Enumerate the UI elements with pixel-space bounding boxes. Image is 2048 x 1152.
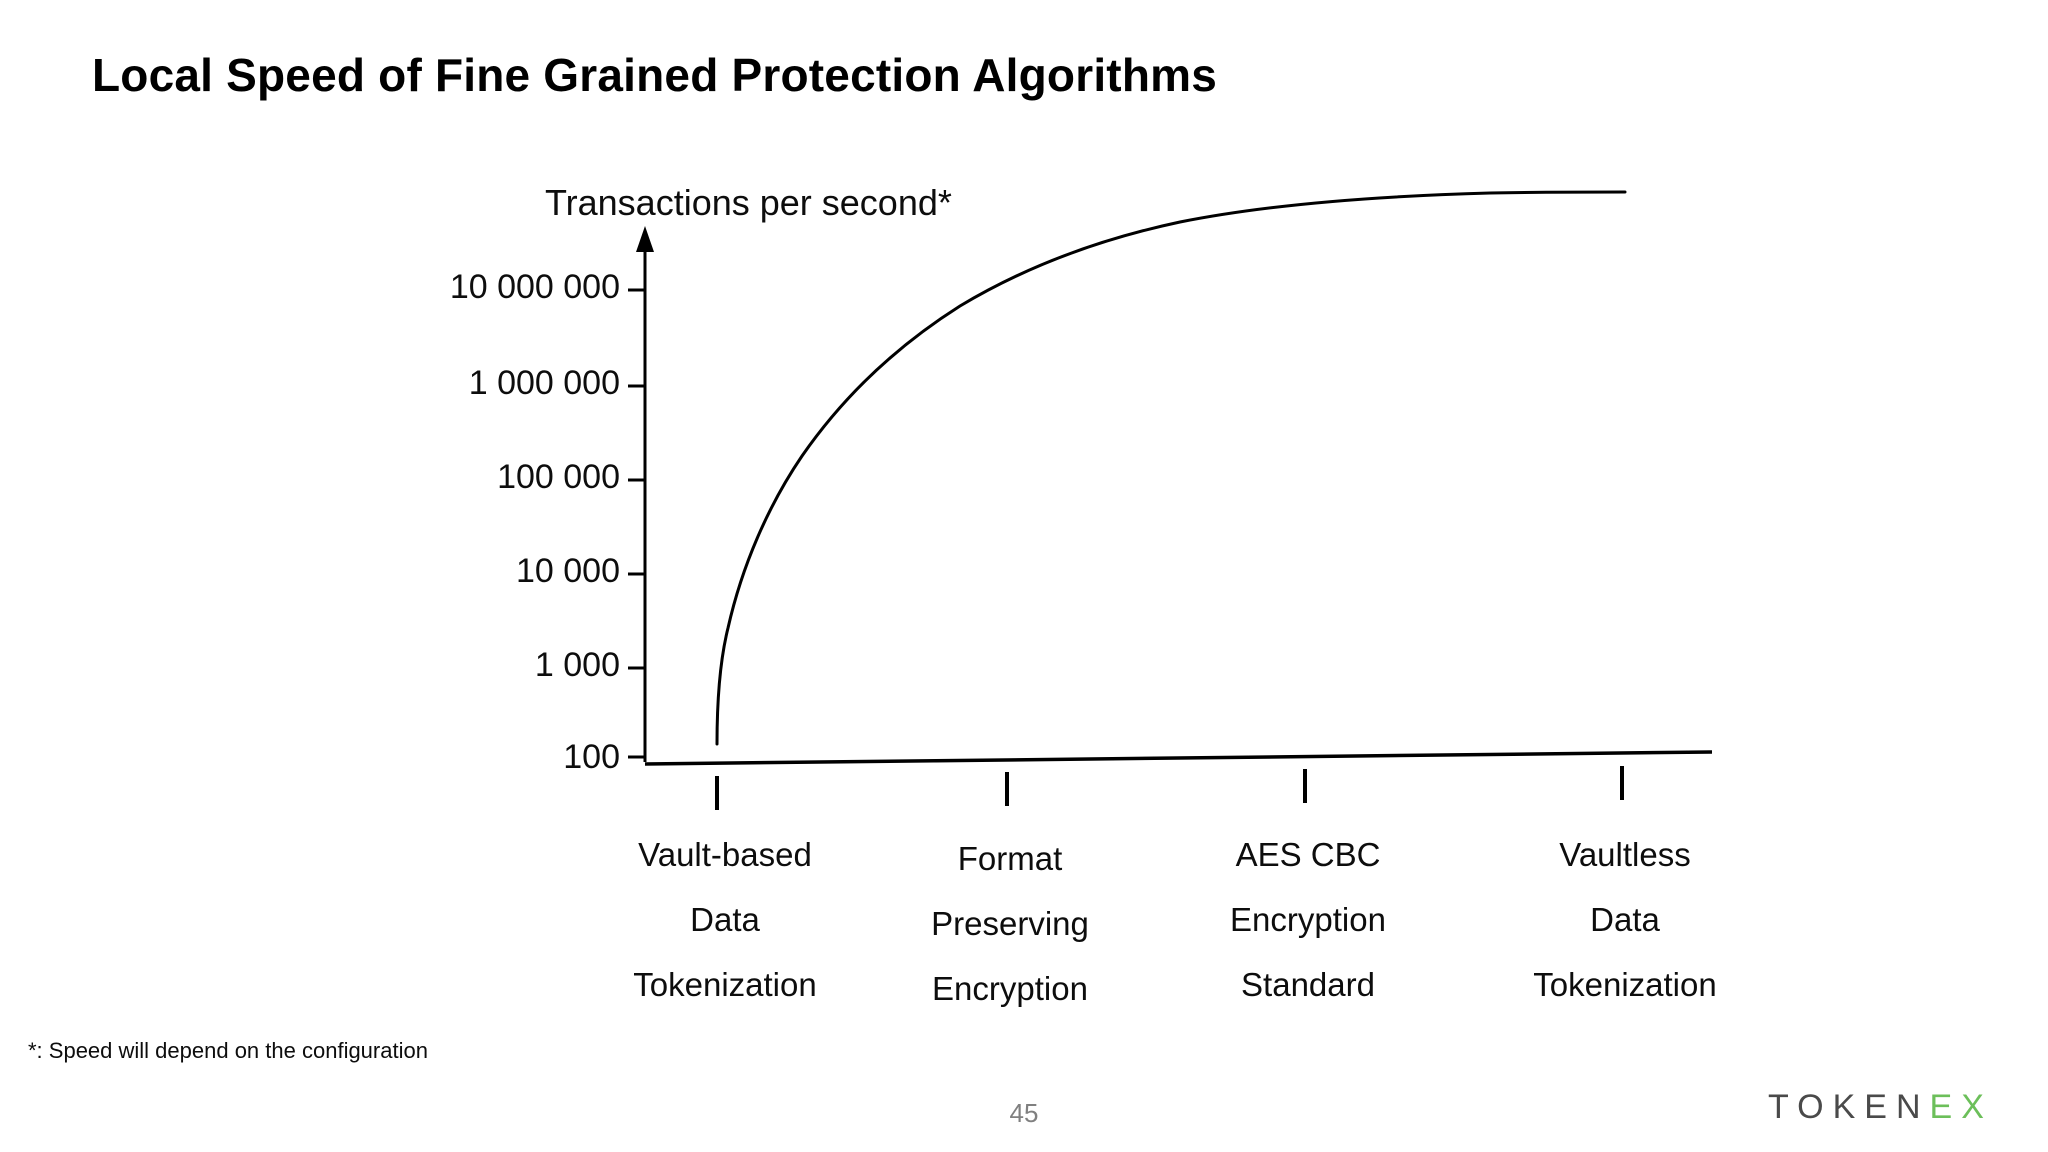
x-axis-ticks (715, 766, 1624, 810)
x-category-line: Data (1590, 901, 1660, 938)
tokenex-logo: TOKENEX (1768, 1090, 1993, 1124)
x-category-line: Encryption (932, 970, 1088, 1007)
y-axis (636, 226, 654, 762)
y-axis-ticks (628, 288, 645, 759)
x-category-label-format-preserving-encryption: Format Preserving Encryption (840, 842, 1180, 1005)
data-curve (715, 190, 1627, 746)
y-axis-arrow-icon (636, 226, 654, 252)
logo-text-ex: EX (1929, 1088, 1993, 1126)
footnote: *: Speed will depend on the configuratio… (28, 1038, 428, 1063)
x-category-line: Standard (1241, 966, 1375, 1003)
x-axis-line (644, 750, 1713, 766)
x-category-line: Vault-based (638, 836, 812, 873)
x-category-line: AES CBC (1235, 836, 1381, 873)
y-tick-label: 100 000 (497, 458, 620, 496)
x-category-line: Preserving (931, 905, 1089, 942)
x-category-line: Format (957, 840, 1063, 877)
x-category-line: Encryption (1230, 901, 1386, 938)
y-axis-title: Transactions per second* (545, 182, 952, 223)
x-category-label-vaultless-data-tokenization: Vaultless Data Tokenization (1455, 838, 1795, 1001)
y-tick-label: 1 000 000 (468, 364, 620, 402)
x-category-line: Data (690, 901, 760, 938)
x-category-label-aes-cbc-encryption-standard: AES CBC Encryption Standard (1138, 838, 1478, 1001)
page-number: 45 (1009, 1098, 1039, 1128)
x-category-line: Tokenization (1533, 966, 1717, 1003)
x-category-line: Vaultless (1559, 836, 1691, 873)
x-category-label-vault-based-data-tokenization: Vault-based Data Tokenization (555, 838, 895, 1001)
y-tick-label: 10 000 000 (449, 268, 620, 306)
y-tick-label: 1 000 (534, 646, 620, 684)
y-tick-label: 10 000 (516, 552, 620, 590)
logo-text-token: TOKEN (1768, 1088, 1930, 1126)
y-tick-label: 100 (563, 738, 620, 776)
page-title: Local Speed of Fine Grained Protection A… (92, 49, 1218, 101)
x-category-line: Tokenization (633, 966, 817, 1003)
